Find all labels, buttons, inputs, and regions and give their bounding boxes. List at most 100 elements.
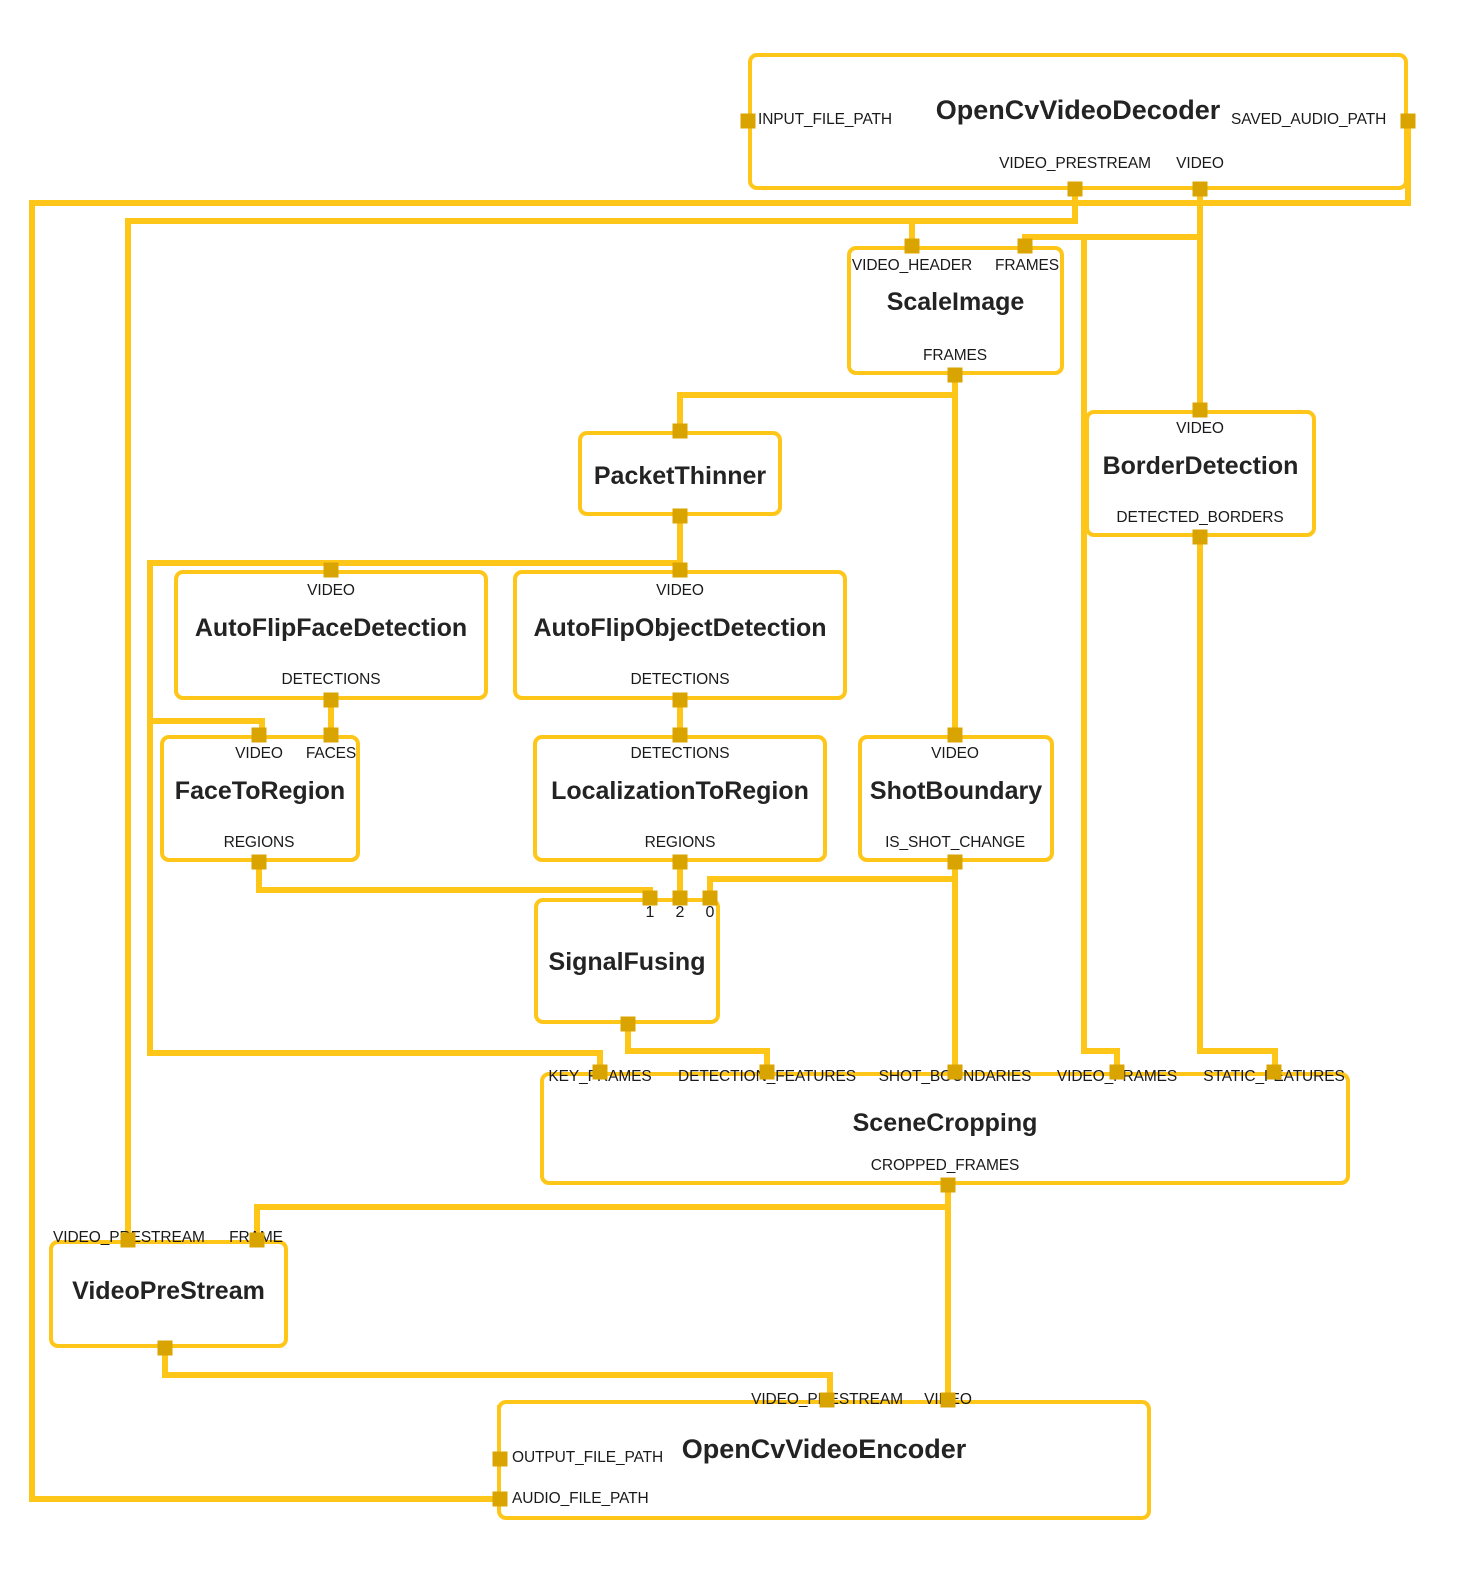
- edge-audio-path-left: [29, 200, 35, 1502]
- port-f2r-faces[interactable]: [323, 727, 339, 743]
- port-label-border-detected: DETECTED_BORDERS: [1116, 509, 1284, 526]
- node-title-localization-to-region: LocalizationToRegion: [551, 777, 809, 805]
- port-decoder-input-file[interactable]: [740, 113, 756, 129]
- edge-audio-path-right: [1405, 121, 1411, 206]
- port-fusing-2[interactable]: [672, 890, 688, 906]
- port-crop-static-features[interactable]: [1266, 1064, 1282, 1080]
- port-label-decoder-video: VIDEO: [1176, 155, 1224, 172]
- edge-video-main-vert: [1197, 188, 1203, 413]
- port-label-enc-output-path: OUTPUT_FILE_PATH: [512, 1449, 664, 1466]
- port-shot-is-change[interactable]: [947, 854, 963, 870]
- port-label-l2r-regions: REGIONS: [644, 834, 716, 851]
- edge-keyframes-v: [597, 1050, 603, 1076]
- port-label-f2r-faces: FACES: [305, 745, 357, 762]
- node-title-face-to-region: FaceToRegion: [174, 777, 346, 805]
- edge-cropped-left-h: [257, 1204, 948, 1210]
- port-label-f2r-video: VIDEO: [235, 745, 283, 762]
- node-title-signal-fusing: SignalFusing: [548, 948, 706, 976]
- port-f2r-regions[interactable]: [251, 854, 267, 870]
- node-title-video-pre-stream: VideoPreStream: [72, 1277, 265, 1305]
- port-decoder-video-prestream[interactable]: [1067, 181, 1083, 197]
- port-f2r-video[interactable]: [251, 727, 267, 743]
- port-label-fusing-1: 1: [645, 904, 655, 921]
- port-crop-shot-boundaries[interactable]: [947, 1064, 963, 1080]
- port-thinner-in[interactable]: [672, 423, 688, 439]
- port-vps-frame[interactable]: [249, 1232, 265, 1248]
- port-vps-out[interactable]: [157, 1340, 173, 1356]
- port-label-crop-cropped-frames: CROPPED_FRAMES: [870, 1157, 1020, 1174]
- port-crop-cropped-frames[interactable]: [940, 1177, 956, 1193]
- node-autoflip-object-detection[interactable]: AutoFlipObjectDetection: [513, 570, 847, 700]
- edge-prestream-down1: [1072, 188, 1078, 224]
- port-crop-video-frames[interactable]: [1109, 1064, 1125, 1080]
- edge-shot-to-crop: [952, 862, 958, 1076]
- edge-fusing-out-v: [625, 1024, 631, 1052]
- port-label-decoder-input-file: INPUT_FILE_PATH: [758, 111, 893, 128]
- edge-keyframes-left-vert: [147, 718, 153, 1056]
- node-scene-cropping[interactable]: SceneCropping: [540, 1072, 1350, 1185]
- port-objdet-detections[interactable]: [672, 692, 688, 708]
- port-facedet-detections[interactable]: [323, 692, 339, 708]
- edge-border-out-h: [1197, 1048, 1278, 1054]
- port-thinner-out[interactable]: [672, 508, 688, 524]
- port-label-fusing-0: 0: [705, 904, 715, 921]
- edge-video-to-scale-frames-h: [1022, 234, 1200, 240]
- node-title-border-detection: BorderDetection: [1102, 452, 1299, 480]
- node-video-pre-stream[interactable]: VideoPreStream: [49, 1240, 288, 1348]
- port-crop-key-frames[interactable]: [592, 1064, 608, 1080]
- node-title-face-detection: AutoFlipFaceDetection: [194, 614, 468, 642]
- node-packet-thinner[interactable]: PacketThinner: [578, 431, 782, 516]
- node-autoflip-face-detection[interactable]: AutoFlipFaceDetection: [174, 570, 488, 700]
- port-scale-frames-in[interactable]: [1017, 238, 1033, 254]
- port-label-objdet-detections: DETECTIONS: [630, 671, 730, 688]
- port-scale-frames-out[interactable]: [947, 367, 963, 383]
- port-shot-video[interactable]: [947, 727, 963, 743]
- node-signal-fusing[interactable]: SignalFusing: [534, 898, 720, 1024]
- port-fusing-out[interactable]: [620, 1016, 636, 1032]
- edge-thinner-to-f2r-video-h: [147, 718, 262, 724]
- port-label-facedet-video: VIDEO: [307, 582, 355, 599]
- edge-prestream-to-scale-header: [909, 218, 915, 248]
- port-label-objdet-video: VIDEO: [656, 582, 704, 599]
- port-enc-prestream[interactable]: [819, 1392, 835, 1408]
- port-label-decoder-saved-audio: SAVED_AUDIO_PATH: [1231, 111, 1387, 128]
- port-decoder-saved-audio[interactable]: [1400, 113, 1416, 129]
- port-label-decoder-prestream: VIDEO_PRESTREAM: [999, 155, 1151, 172]
- edge-vps-to-enc-prestream: [827, 1372, 833, 1400]
- edge-thinner-to-f2r-video-v: [259, 718, 265, 735]
- port-border-detected[interactable]: [1192, 529, 1208, 545]
- edge-videoframes-vert: [1081, 234, 1087, 1052]
- port-objdet-video[interactable]: [672, 562, 688, 578]
- edge-audio-path-top: [32, 200, 1408, 206]
- port-label-scale-frames-in: FRAMES: [995, 257, 1059, 274]
- edge-facedet-to-f2r-faces: [328, 700, 334, 738]
- edge-videoframes-v: [1114, 1048, 1120, 1076]
- node-title-decoder: OpenCvVideoDecoder: [935, 95, 1221, 125]
- port-label-shot-video: VIDEO: [931, 745, 979, 762]
- port-enc-output-path[interactable]: [492, 1451, 508, 1467]
- node-title-encoder: OpenCvVideoEncoder: [681, 1434, 967, 1464]
- node-title-object-detection: AutoFlipObjectDetection: [533, 614, 827, 642]
- port-label-shot-is-change: IS_SHOT_CHANGE: [885, 834, 1025, 851]
- edge-border-to-static: [1272, 1048, 1278, 1076]
- edge-f2r-out-h: [256, 887, 653, 893]
- port-scale-video-header[interactable]: [904, 238, 920, 254]
- port-crop-detection-features[interactable]: [759, 1064, 775, 1080]
- port-border-video[interactable]: [1192, 402, 1208, 418]
- port-label-l2r-detections: DETECTIONS: [630, 745, 730, 762]
- port-facedet-video[interactable]: [323, 562, 339, 578]
- port-label-border-video: VIDEO: [1176, 420, 1224, 437]
- port-l2r-regions[interactable]: [672, 854, 688, 870]
- edge-objdet-to-l2r: [677, 700, 683, 738]
- node-border-detection[interactable]: BorderDetection: [1085, 410, 1316, 537]
- port-l2r-detections[interactable]: [672, 727, 688, 743]
- port-enc-video[interactable]: [940, 1392, 956, 1408]
- port-fusing-0[interactable]: [702, 890, 718, 906]
- port-vps-prestream[interactable]: [120, 1232, 136, 1248]
- port-enc-audio-path[interactable]: [492, 1491, 508, 1507]
- port-fusing-1[interactable]: [642, 890, 658, 906]
- port-decoder-video[interactable]: [1192, 181, 1208, 197]
- edge-audio-path-bottom: [29, 1496, 502, 1502]
- edge-prestream-left: [128, 218, 1075, 224]
